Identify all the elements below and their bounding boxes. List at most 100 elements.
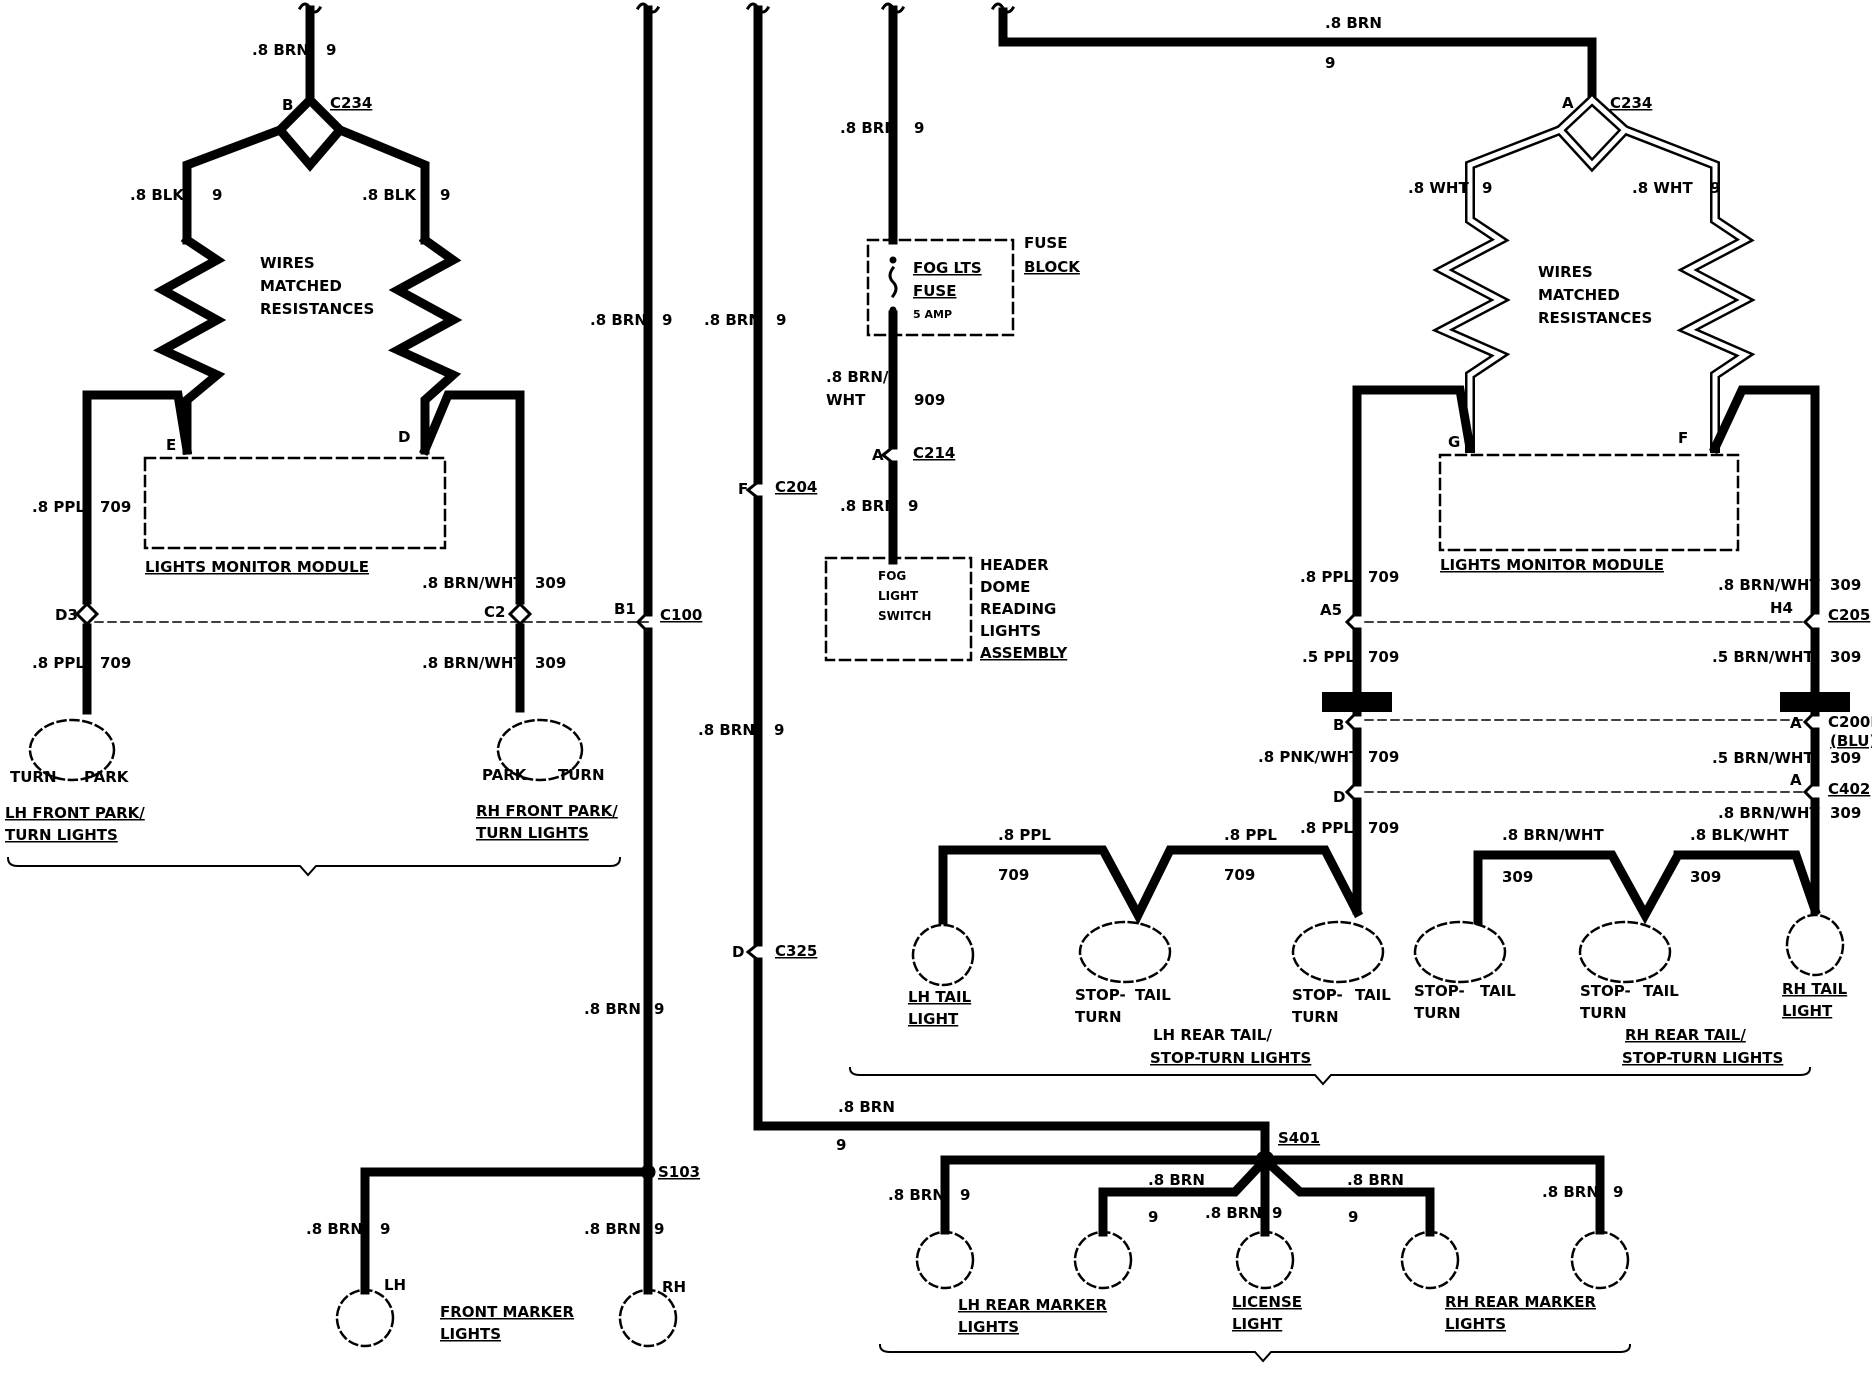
lbl-309-t1: 309 (1502, 868, 1533, 886)
lbl-brnwht-r1: .8 BRN/WHT (1718, 576, 1820, 594)
lbl-5brnwht-1: .5 BRN/WHT (1712, 648, 1814, 666)
lbl-brn-s401: .8 BRN (838, 1098, 895, 1116)
lbl-blkwht: .8 BLK/WHT (1690, 826, 1790, 844)
rear-marker-bracket (878, 1343, 1632, 1363)
right-rear-wiring (998, 7, 1597, 105)
lbl-brn-m1: .8 BRN (888, 1186, 945, 1204)
lbl-pin-e: E (166, 436, 176, 454)
lbl-wires-1: WIRES (260, 254, 315, 272)
lbl-9-rh-marker: 9 (654, 1220, 664, 1238)
lh-front-mark (74, 601, 100, 627)
lbl-brn-lh-marker: .8 BRN (306, 1220, 363, 1238)
lbl-pin-a-234: A (1562, 94, 1574, 112)
lbl-5ppl: .5 PPL (1302, 648, 1355, 666)
lbl-fog-fuse-2: FUSE (913, 282, 956, 300)
lbl-blk-left: .8 BLK (130, 186, 185, 204)
c200n-block-left (1322, 692, 1392, 712)
rh-front-lamp (496, 718, 584, 782)
lbl-rh-rear-marker-2: LIGHTS (1445, 1315, 1506, 1333)
lbl-rh-rear-tail-2: STOP-TURN LIGHTS (1622, 1049, 1783, 1067)
lbl-wht-left: .8 WHT (1408, 179, 1469, 197)
lbl-fog-switch-1: FOG (878, 569, 906, 583)
lbl-c234-left: C234 (330, 94, 372, 112)
lbl-fog-fuse-1: FOG LTS (913, 259, 982, 277)
lbl-c200n: C200N (1828, 713, 1872, 731)
lbl-c100: C100 (660, 606, 702, 624)
lbl-ppl-t1: .8 PPL (998, 826, 1051, 844)
lbl-pin-f-right: F (1678, 429, 1688, 447)
fuse-block-box (866, 238, 1015, 337)
lbl-rh-front-1: RH FRONT PARK/ (476, 802, 618, 820)
rear-lamps (911, 913, 1845, 987)
lbl-309-r1: 309 (1830, 576, 1861, 594)
marker-wiring (940, 1153, 1605, 1237)
lbl-9-fog: 9 (914, 119, 924, 137)
lbl-stop-3: STOP- (1414, 982, 1465, 1000)
lbl-pin-a-c200: A (1790, 714, 1802, 732)
lbl-ppl-1: .8 PPL (32, 498, 85, 516)
lbl-top-brn: .8 BRN (252, 41, 309, 59)
lbl-9-c2: 9 (776, 311, 786, 329)
lbl-brnwht-1: .8 BRN/WHT (422, 574, 524, 592)
lbl-lh-rear-marker-1: LH REAR MARKER (958, 1296, 1107, 1314)
lbl-brn-m5: .8 BRN (1542, 1183, 1599, 1201)
lbl-pin-b: B (282, 96, 293, 114)
lbl-pin-a-214: A (872, 446, 884, 464)
lbl-9-c1: 9 (662, 311, 672, 329)
lbl-brnwht-t1: .8 BRN/WHT (1502, 826, 1604, 844)
lbl-top-right-9: 9 (1325, 54, 1335, 72)
lbl-brn-m4: .8 BRN (1347, 1171, 1404, 1189)
lbl-pin-d: D (398, 428, 410, 446)
lbl-brnwht-fog-2: WHT (826, 391, 866, 409)
wire-break-marks (297, 2, 1016, 14)
lbl-turn-3: TURN (1414, 1004, 1461, 1022)
rear-connector-marks (1344, 609, 1818, 805)
lbl-pin-d-325: D (732, 943, 744, 961)
lbl-brnwht-fog-1: .8 BRN/ (826, 368, 889, 386)
lbl-stop-1: STOP- (1075, 986, 1126, 1004)
lbl-pin-c2: C2 (484, 603, 505, 621)
lbl-309-r3: 309 (1830, 749, 1861, 767)
lbl-909: 909 (914, 391, 945, 409)
center-feeds (360, 5, 1270, 1295)
lbl-lh-rear-tail-1: LH REAR TAIL/ (1153, 1026, 1272, 1044)
lbl-front-marker-2: LIGHTS (440, 1325, 501, 1343)
lbl-brn-m3: .8 BRN (1205, 1204, 1262, 1222)
lbl-wht-left-9: 9 (1482, 179, 1492, 197)
front-bracket (6, 856, 622, 877)
lbl-brn-fog: .8 BRN (840, 119, 897, 137)
lbl-brn-c2: .8 BRN (704, 311, 761, 329)
lbl-ppl-r4: .8 PPL (1300, 819, 1353, 837)
lbl-brn-c3: .8 BRN (698, 721, 755, 739)
rear-tail-bracket (848, 1066, 1812, 1086)
lbl-license-1: LICENSE (1232, 1293, 1302, 1311)
lbl-309-r4: 309 (1830, 804, 1861, 822)
lbl-c325: C325 (775, 942, 817, 960)
lights-monitor-module-left (143, 456, 447, 550)
lbl-pnkwht: .8 PNK/WHT (1258, 748, 1360, 766)
lbl-blk-right-9: 9 (440, 186, 450, 204)
text-labels: .8 BRN 9 B C234 .8 BLK 9 .8 BLK 9 WIRES … (5, 14, 1872, 1343)
lbl-pin-b-c200: B (1333, 716, 1344, 734)
lbl-5brnwht-2: .5 BRN/WHT (1712, 749, 1814, 767)
lbl-rh-rear-marker-1: RH REAR MARKER (1445, 1293, 1596, 1311)
lbl-fog-fuse-3: 5 AMP (913, 308, 952, 321)
lbl-turn-right: TURN (558, 766, 605, 784)
c214-mark (880, 444, 896, 466)
c200n-block-right (1780, 692, 1850, 712)
lbl-9-m1: 9 (960, 1186, 970, 1204)
lbl-709-t1: 709 (998, 866, 1029, 884)
lbl-lmm-left: LIGHTS MONITOR MODULE (145, 558, 369, 576)
c325-mark (745, 941, 761, 963)
lbl-pin-b1: B1 (614, 600, 636, 618)
lh-front-lamp (28, 718, 116, 782)
lbl-wires-2: MATCHED (260, 277, 342, 295)
lbl-fuse-block-2: BLOCK (1024, 258, 1081, 276)
lbl-wires-r-1: WIRES (1538, 263, 1593, 281)
lbl-tail-1: TAIL (1135, 986, 1171, 1004)
lbl-blk-right: .8 BLK (362, 186, 417, 204)
lbl-license-2: LIGHT (1232, 1315, 1283, 1333)
lbl-c214: C214 (913, 444, 955, 462)
lbl-header-5: ASSEMBLY (980, 644, 1068, 662)
lbl-fuse-block-1: FUSE (1024, 234, 1067, 252)
